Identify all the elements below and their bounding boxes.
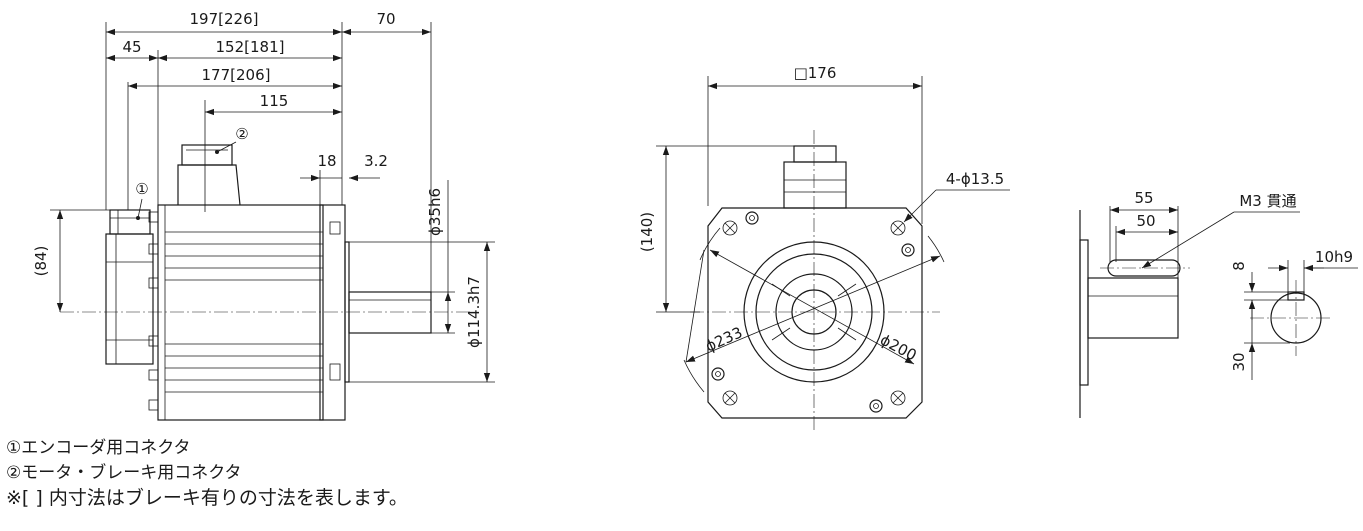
dim-body-length-label: 152[181] [216, 38, 285, 56]
power-marker-dot [215, 150, 219, 154]
rear-bolt [148, 399, 159, 411]
dim-mount-holes-label: 4-ϕ13.5 [946, 170, 1004, 188]
note-encoder-connector: ①エンコーダ用コネクタ [6, 438, 191, 458]
motor-body [157, 204, 324, 421]
front-view: ϕ233 ϕ200 □176 (140) 4-ϕ13.5 [638, 64, 1010, 432]
detail-shaft [1087, 277, 1179, 339]
flange-bolt-head [869, 399, 883, 413]
detail-pilot [1079, 239, 1089, 386]
dim-shaft-dia-label: ϕ35h6 [426, 188, 444, 236]
flange-square [707, 207, 923, 419]
flange-bolt-head [711, 367, 725, 381]
notes: ①エンコーダ用コネクタ ②モータ・ブレーキ用コネクタ ※[ ] 内寸法はブレーキ… [6, 436, 408, 511]
shaft [348, 291, 432, 334]
dim-key-length-label: 55 [1134, 189, 1153, 207]
note-brake-dimension: ※[ ] 内寸法はブレーキ有りの寸法を表します。 [6, 487, 408, 509]
power-marker-leader [216, 141, 237, 153]
mount-hole [722, 220, 738, 236]
encoder-marker-dot [136, 216, 140, 220]
dim-mount-holes-leader [903, 189, 937, 223]
bolt-circle-arc [927, 235, 945, 263]
dim-total-length-label: 197[226] [190, 10, 259, 28]
flange-bolt [329, 363, 341, 381]
bolt-circle-arc [683, 359, 705, 393]
encoder-marker-leader [137, 198, 143, 219]
flange-bolt-head [901, 243, 915, 257]
mount-hole [890, 390, 906, 406]
dim-pcd-label: ϕ200 [877, 331, 919, 365]
dim-shaft-length-label: 70 [376, 10, 395, 28]
power-connector-cap [181, 144, 233, 166]
power-connector-front-cap [793, 145, 837, 163]
flange-bolt-head [745, 211, 759, 225]
dim-encoder-flange-label: 177[206] [202, 66, 271, 84]
dim-encoder-height-label: (84) [32, 246, 50, 277]
dim-pilot-dia-label: ϕ114.3h7 [465, 276, 483, 348]
side-view: 197[226] 70 45 152[181] 177[206] 115 18 … [32, 10, 495, 421]
dim-key-width-label: 10h9 [1315, 248, 1353, 266]
dim-flange-label: 18 [317, 152, 336, 170]
dim-key-depth-label: 30 [1230, 352, 1248, 371]
dim-key-height-label: 8 [1230, 261, 1248, 271]
mount-hole [890, 220, 906, 236]
rear-bolt [148, 369, 159, 381]
dim-outer-circle-label: ϕ233 [703, 323, 746, 355]
power-marker: ② [235, 125, 248, 143]
dim-tap-leader [1141, 211, 1235, 269]
cooling-fins [165, 231, 323, 393]
power-connector-front [783, 161, 847, 209]
dim-connector-height-label: (140) [638, 212, 656, 252]
dim-connector2-flange-label: 115 [260, 92, 289, 110]
note-power-connector: ②モータ・ブレーキ用コネクタ [6, 463, 242, 483]
encoder-cover [105, 233, 154, 365]
encoder-connector [109, 209, 151, 235]
dim-pilot-depth-label: 3.2 [364, 152, 388, 170]
shaft-detail: 55 50 M3 貫通 10h9 8 30 [1079, 189, 1358, 418]
dim-outer-circle-ext [685, 249, 705, 363]
detail-key [1107, 259, 1181, 277]
dim-rear-part-label: 45 [122, 38, 141, 56]
encoder-marker: ① [135, 180, 148, 198]
power-connector [177, 164, 241, 206]
dim-flange-square-label: □176 [794, 64, 837, 82]
flange-bolt [329, 221, 341, 235]
mount-hole [722, 390, 738, 406]
dim-key-seat-label: 50 [1136, 212, 1155, 230]
dim-outer-circle-line [685, 255, 941, 363]
flange [319, 204, 346, 421]
dim-tap-label: M3 貫通 [1239, 192, 1296, 210]
